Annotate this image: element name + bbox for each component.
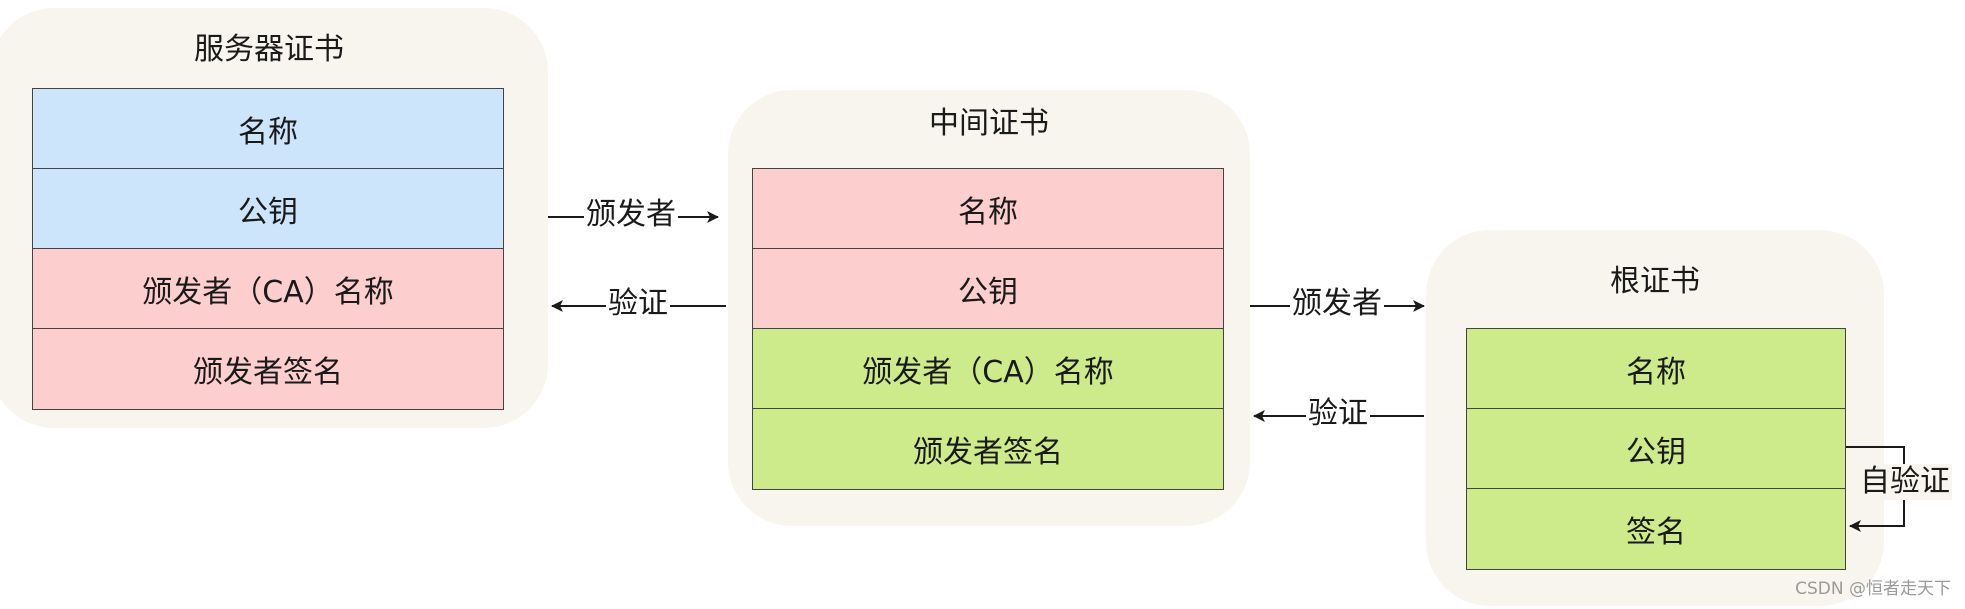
intermediate-cert-fields: 名称 公钥 颁发者（CA）名称 颁发者签名 xyxy=(752,168,1224,490)
intermediate-cert-issuer-signature-field: 颁发者签名 xyxy=(753,409,1223,489)
self-verify-label: 自验证 xyxy=(1858,464,1952,500)
intermediate-cert-title: 中间证书 xyxy=(929,106,1049,141)
watermark: CSDN @恒者走天下 xyxy=(1795,579,1951,599)
verify-label-1: 验证 xyxy=(606,286,670,322)
issuer-label-2: 颁发者 xyxy=(1290,286,1384,322)
server-cert-pubkey-field: 公钥 xyxy=(33,169,503,249)
root-cert-signature-field: 签名 xyxy=(1467,489,1845,569)
root-cert-name-field: 名称 xyxy=(1467,329,1845,409)
issuer-label-1: 颁发者 xyxy=(584,197,678,233)
intermediate-cert-issuer-name-field: 颁发者（CA）名称 xyxy=(753,329,1223,409)
verify-label-2: 验证 xyxy=(1306,396,1370,432)
server-cert-name-field: 名称 xyxy=(33,89,503,169)
root-cert-pubkey-field: 公钥 xyxy=(1467,409,1845,489)
root-cert-title: 根证书 xyxy=(1610,264,1700,299)
server-cert-fields: 名称 公钥 颁发者（CA）名称 颁发者签名 xyxy=(32,88,504,410)
server-cert-title: 服务器证书 xyxy=(194,32,344,67)
intermediate-cert-name-field: 名称 xyxy=(753,169,1223,249)
root-cert-panel: 根证书 名称 公钥 签名 xyxy=(1426,230,1884,606)
server-cert-issuer-name-field: 颁发者（CA）名称 xyxy=(33,249,503,329)
server-cert-issuer-signature-field: 颁发者签名 xyxy=(33,329,503,409)
intermediate-cert-panel: 中间证书 名称 公钥 颁发者（CA）名称 颁发者签名 xyxy=(728,90,1250,526)
server-cert-panel: 服务器证书 名称 公钥 颁发者（CA）名称 颁发者签名 xyxy=(0,8,548,428)
root-cert-fields: 名称 公钥 签名 xyxy=(1466,328,1846,570)
intermediate-cert-pubkey-field: 公钥 xyxy=(753,249,1223,329)
